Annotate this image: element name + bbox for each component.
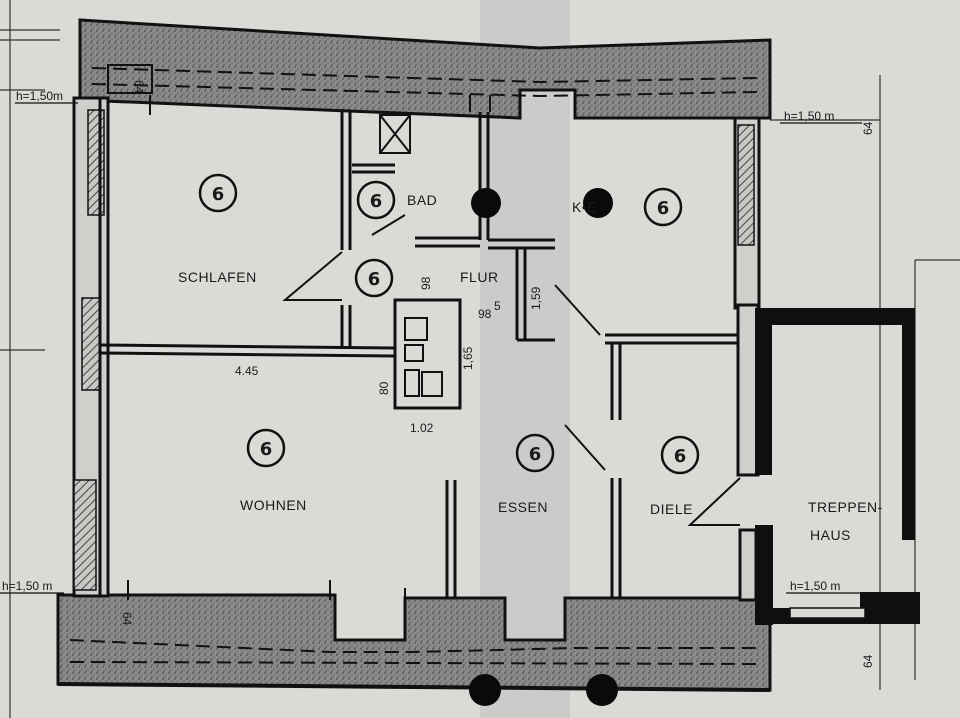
svg-text:6: 6 — [212, 184, 225, 205]
interior-walls — [99, 112, 738, 598]
dim-445: 4.45 — [235, 364, 259, 378]
dim-102: 1.02 — [410, 421, 434, 435]
dim-64-right: 64 — [861, 121, 875, 135]
dim-h-left-top: h=1,50m — [16, 89, 63, 103]
room-wohnen: WOHNEN — [240, 497, 307, 513]
punch-hole-4 — [586, 674, 618, 706]
room-treppenhaus-line2: HAUS — [810, 527, 851, 543]
svg-text:6: 6 — [368, 269, 381, 290]
bathroom-vent — [379, 114, 411, 154]
marker-diele — [660, 435, 700, 475]
room-labels: SCHLAFEN BAD FLUR K•E WOHNEN ESSEN DIELE… — [178, 192, 883, 543]
room-treppenhaus-line1: TREPPEN- — [808, 499, 883, 515]
room-bad: BAD — [407, 192, 437, 208]
room-marker-numbers: 6 6 6 6 6 6 6 — [212, 184, 687, 467]
dim-64-bottom-right: 64 — [861, 654, 875, 668]
svg-text:6: 6 — [657, 198, 670, 219]
dim-80: 80 — [377, 381, 391, 395]
svg-text:6: 6 — [260, 439, 273, 460]
punch-hole-2 — [583, 188, 613, 218]
room-schlafen: SCHLAFEN — [178, 269, 257, 285]
punch-holes — [469, 188, 618, 706]
bottom-exterior-wall — [56, 593, 772, 692]
dim-64-top: 64 — [132, 80, 146, 94]
dim-98-bad: 98 — [419, 276, 433, 290]
punch-hole-3 — [469, 674, 501, 706]
door-swings — [282, 214, 741, 526]
room-markers — [198, 173, 700, 475]
right-exterior-wall — [733, 116, 761, 602]
room-diele: DIELE — [650, 501, 693, 517]
window-marks — [127, 95, 491, 600]
punch-hole-1 — [471, 188, 501, 218]
room-kueche: K•E — [572, 199, 597, 215]
dim-h-left-bottom: h=1,50 m — [2, 579, 52, 593]
dim-h-right-bottom: h=1,50 m — [790, 579, 840, 593]
svg-text:6: 6 — [674, 446, 687, 467]
top-exterior-wall — [78, 18, 772, 120]
dim-h-right-top: h=1,50 m — [784, 109, 834, 123]
svg-text:6: 6 — [370, 191, 383, 212]
dim-98-flur: 98 — [478, 307, 492, 321]
marker-kueche — [643, 187, 683, 227]
dimension-annotations: h=1,50m h=1,50 m h=1,50 m h=1,50 m 64 64… — [0, 80, 880, 668]
marker-flur — [354, 258, 394, 298]
marker-essen — [515, 433, 555, 473]
marker-schlafen — [198, 173, 238, 213]
marker-wohnen — [246, 428, 286, 468]
dim-159: 1,59 — [529, 286, 543, 310]
left-exterior-wall — [72, 96, 110, 598]
room-essen: ESSEN — [498, 499, 548, 515]
dim-165: 1,65 — [461, 346, 475, 370]
staircase-walls — [755, 308, 920, 625]
dim-98-flur-superscript: 5 — [494, 299, 501, 313]
marker-bad — [356, 180, 396, 220]
dim-64-bottom-left: 64 — [120, 612, 134, 626]
room-flur: FLUR — [460, 269, 499, 285]
svg-text:6: 6 — [529, 444, 542, 465]
chimney-flues — [404, 317, 443, 397]
